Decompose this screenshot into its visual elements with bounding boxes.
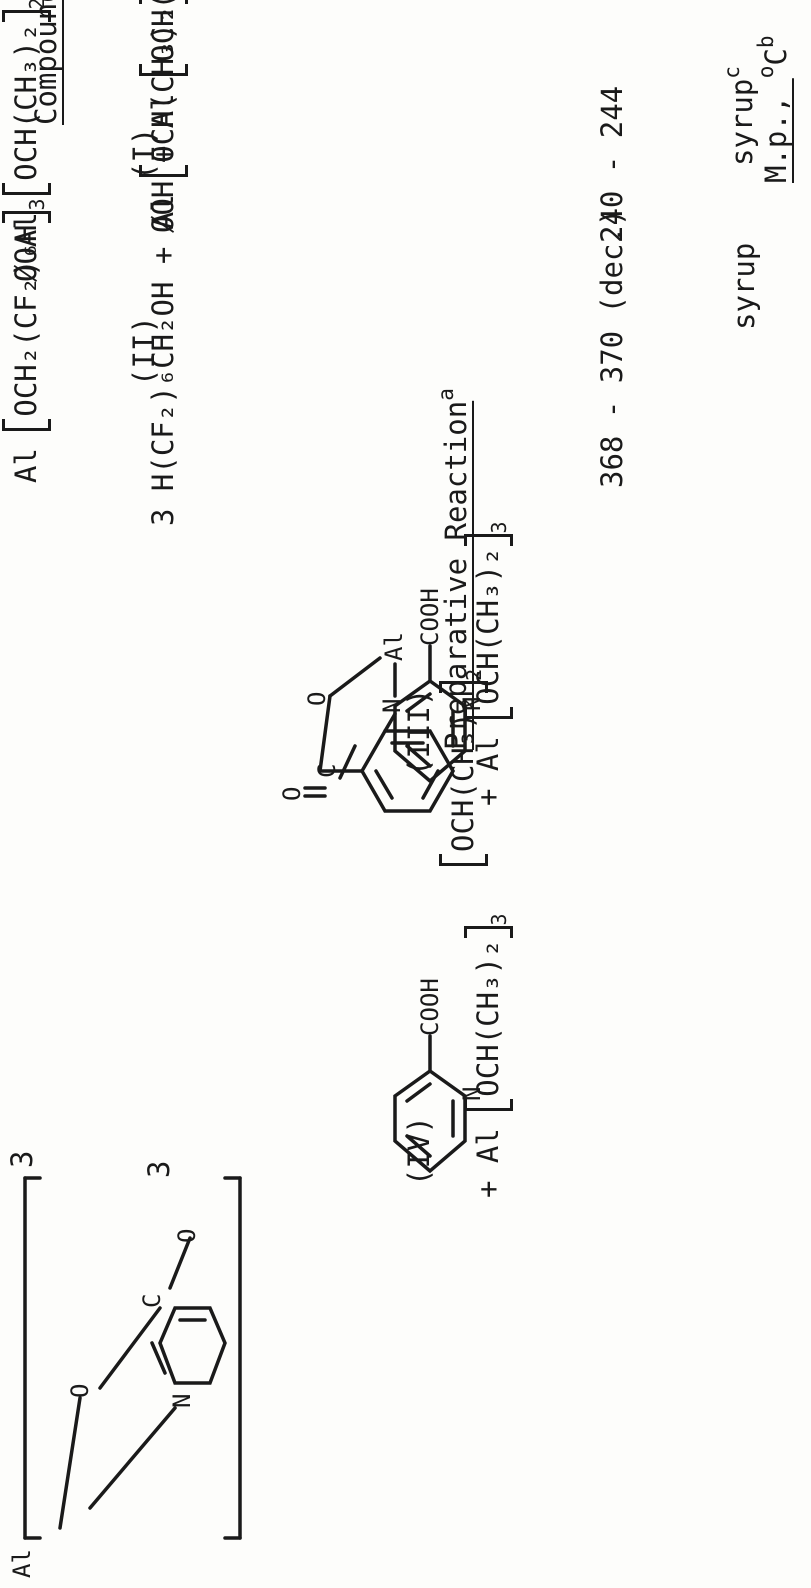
row-4-mp: 368 - 370 (dec.)	[595, 208, 629, 488]
svg-text:C: C	[138, 1294, 166, 1308]
header-mp: M.p., oCb	[754, 35, 793, 183]
pyridine-carboxylic-acid-III: COOH N	[393, 588, 486, 784]
compound-IV-structure: Al O C O N	[8, 1176, 242, 1578]
pyridine-carboxylic-acid-IV: COOH N	[393, 978, 486, 1174]
row-4-compound-sub: 3	[5, 1150, 39, 1168]
svg-text:O: O	[278, 787, 306, 801]
row-2-mp: syrup	[727, 242, 761, 330]
row-1-mp: syrupc	[720, 66, 759, 166]
svg-text:O: O	[173, 1229, 201, 1243]
svg-text:N: N	[458, 1087, 486, 1101]
row-2-reaction: 3 H(CF₂)₆CH₂OH + Al OCH(CH₃)₂3	[139, 0, 188, 526]
compound-III-structure: O C N Al O	[278, 632, 456, 813]
svg-text:Al: Al	[380, 632, 408, 661]
svg-text:C: C	[313, 764, 341, 778]
svg-text:N: N	[168, 1394, 196, 1408]
row-4-reaction-coef: 3	[142, 1160, 176, 1178]
svg-text:Al: Al	[8, 1549, 36, 1578]
svg-text:N: N	[458, 697, 486, 711]
svg-text:O: O	[303, 692, 331, 706]
svg-text:COOH: COOH	[416, 588, 444, 646]
svg-text:O: O	[66, 1384, 94, 1398]
svg-text:COOH: COOH	[416, 978, 444, 1036]
